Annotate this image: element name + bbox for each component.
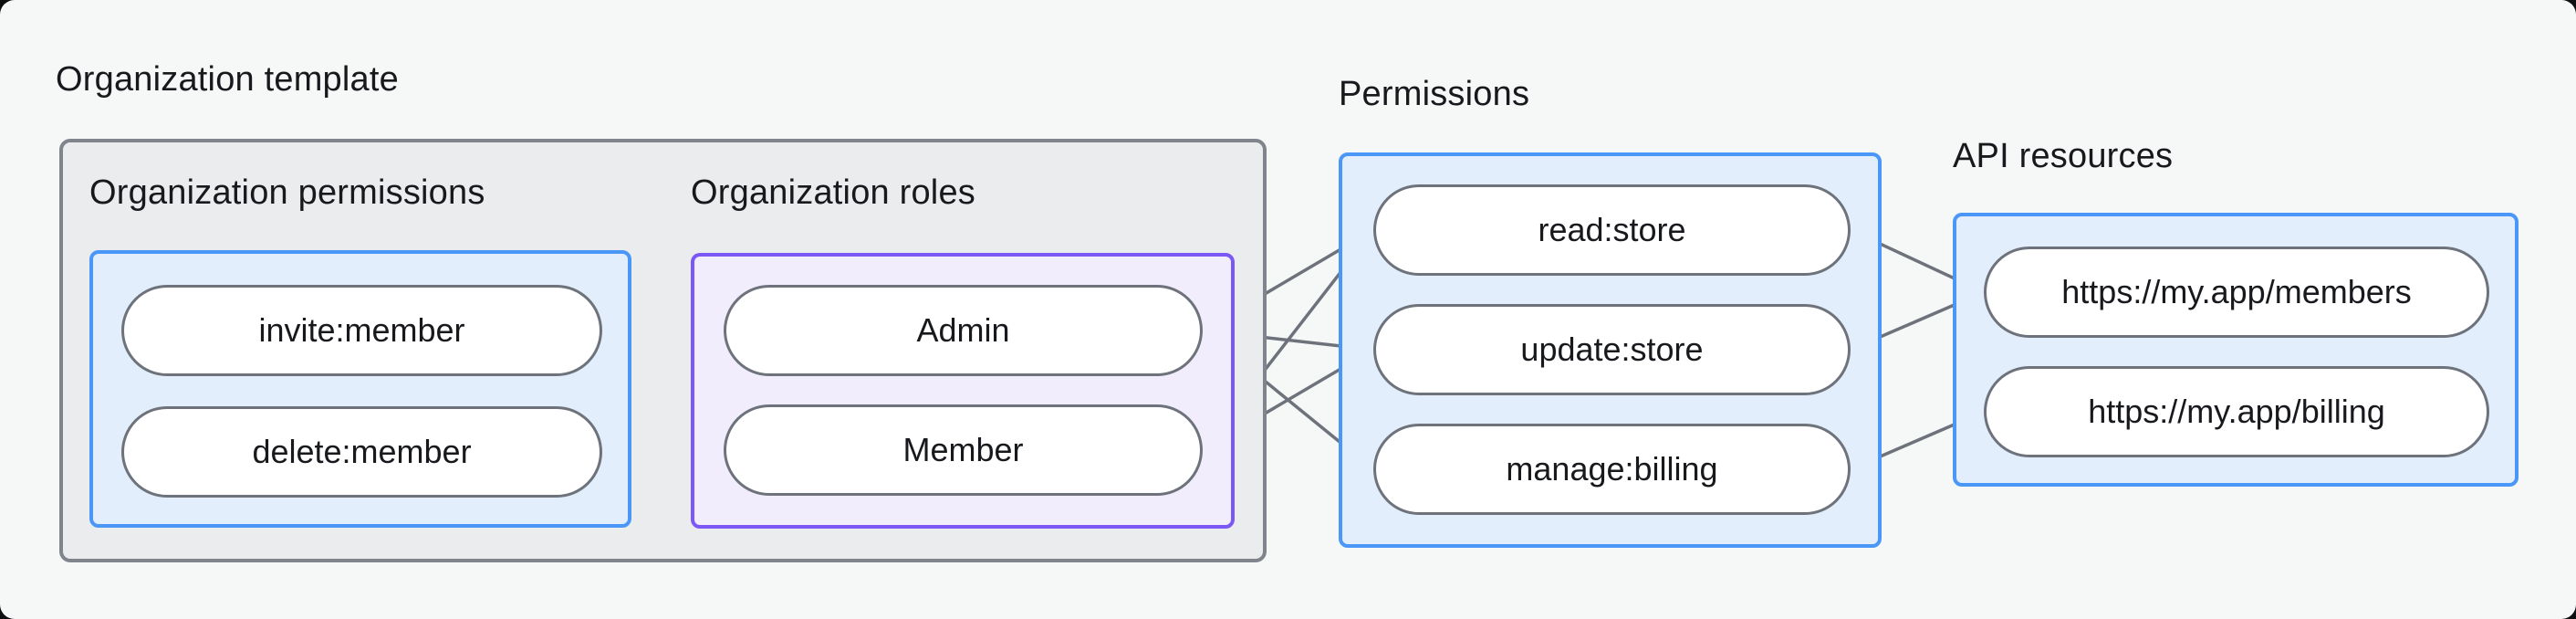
- node-api-billing: https://my.app/billing: [1984, 366, 2489, 457]
- diagram-title: Organization template: [56, 60, 399, 99]
- node-update-store: update:store: [1373, 304, 1851, 395]
- node-api-members: https://my.app/members: [1984, 247, 2489, 338]
- node-admin-role: Admin: [724, 285, 1203, 376]
- node-invite-member: invite:member: [121, 285, 602, 376]
- permissions-label: Permissions: [1339, 75, 1530, 113]
- organization-permissions-label: Organization permissions: [89, 173, 485, 212]
- node-delete-member: delete:member: [121, 406, 602, 498]
- node-read-store: read:store: [1373, 184, 1851, 276]
- node-manage-billing: manage:billing: [1373, 424, 1851, 515]
- api-resources-label: API resources: [1953, 137, 2174, 175]
- node-member-role: Member: [724, 404, 1203, 496]
- organization-roles-label: Organization roles: [691, 173, 975, 212]
